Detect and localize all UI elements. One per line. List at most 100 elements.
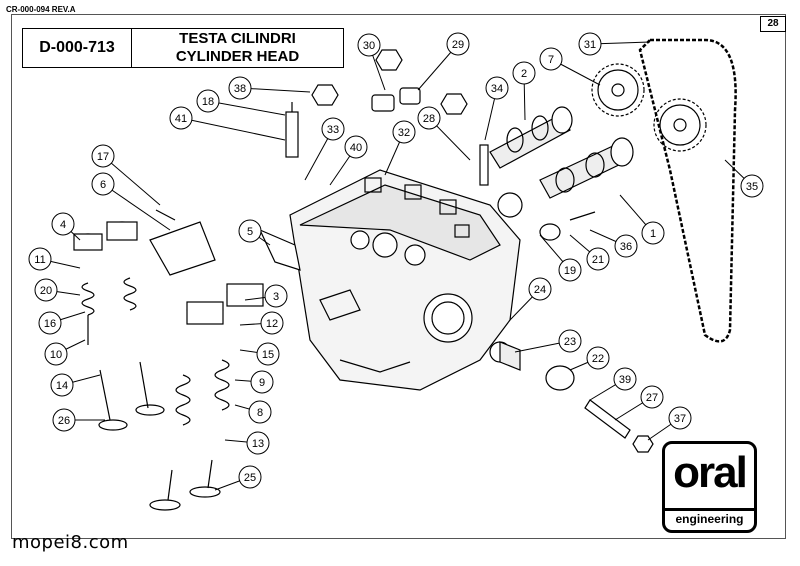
callout-7: 7: [539, 47, 563, 71]
callout-circle: [539, 47, 563, 71]
callout-number: 7: [548, 54, 554, 66]
callout-number: 37: [674, 413, 686, 425]
callout-number: 4: [60, 219, 66, 231]
callout-circle: [238, 219, 262, 243]
callout-circle: [28, 247, 52, 271]
callout-circle: [250, 370, 274, 394]
tappet-buckets: [73, 221, 264, 325]
callout-circle: [169, 106, 193, 130]
callout-circle: [614, 234, 638, 258]
callout-number: 29: [452, 39, 464, 51]
callout-number: 10: [50, 349, 62, 361]
callout-number: 18: [202, 96, 214, 108]
callout-circle: [558, 329, 582, 353]
callout-number: 33: [327, 124, 339, 136]
callout-circle: [512, 61, 536, 85]
callout-number: 8: [257, 407, 263, 419]
camshaft-lower: [539, 137, 634, 199]
callout-24: 24: [528, 277, 552, 301]
callout-number: 28: [423, 113, 435, 125]
callout-circle: [91, 172, 115, 196]
callout-29: 29: [446, 32, 470, 56]
callout-circle: [740, 174, 764, 198]
callout-number: 38: [234, 83, 246, 95]
callout-31: 31: [578, 32, 602, 56]
document-reference: CR-000-094 REV.A: [6, 5, 76, 14]
callout-bubbles: 1234567891011121314151617181920212223242…: [28, 32, 764, 489]
callout-number: 22: [592, 353, 604, 365]
callout-number: 31: [584, 39, 596, 51]
callout-5: 5: [238, 219, 262, 243]
callout-circle: [264, 284, 288, 308]
hardware: [149, 49, 596, 276]
callout-17: 17: [91, 144, 115, 168]
callout-circle: [321, 117, 345, 141]
callout-circle: [91, 144, 115, 168]
leader-line-38: [239, 87, 311, 93]
callout-39: 39: [613, 367, 637, 391]
callout-circle: [578, 32, 602, 56]
callout-number: 26: [58, 415, 70, 427]
callout-number: 19: [564, 265, 576, 277]
callout-number: 40: [350, 142, 362, 154]
callout-19: 19: [558, 258, 582, 282]
callout-38: 38: [228, 76, 252, 100]
callout-23: 23: [558, 329, 582, 353]
callout-number: 23: [564, 336, 576, 348]
drawing-frame: [11, 14, 786, 539]
callout-circle: [485, 76, 509, 100]
logo-mark: oral: [673, 448, 748, 497]
logo-divider: [665, 508, 754, 511]
title-italian: TESTA CILINDRI: [179, 30, 296, 47]
callout-circle: [51, 212, 75, 236]
callout-4: 4: [51, 212, 75, 236]
callout-number: 11: [34, 254, 45, 266]
callout-number: 15: [262, 349, 274, 361]
drawing-code: D-000-713: [23, 29, 132, 67]
callout-15: 15: [256, 342, 280, 366]
watermark: mopei8.com: [12, 532, 129, 553]
callout-27: 27: [640, 385, 664, 409]
camshaft-upper: [489, 106, 573, 169]
callout-circle: [586, 247, 610, 271]
callout-circle: [34, 278, 58, 302]
callout-circle: [417, 106, 441, 130]
callout-circle: [446, 32, 470, 56]
leader-line-17: [102, 155, 161, 206]
callout-9: 9: [250, 370, 274, 394]
callout-circle: [260, 311, 284, 335]
title-block: D-000-713 TESTA CILINDRI CYLINDER HEAD: [22, 28, 344, 68]
callout-number: 5: [247, 226, 253, 238]
callout-circle: [38, 311, 62, 335]
callout-circle: [246, 431, 270, 455]
callout-number: 12: [266, 318, 278, 330]
callout-2: 2: [512, 61, 536, 85]
callout-number: 1: [650, 228, 656, 240]
leader-line-6: [102, 183, 171, 231]
spark-plug: [285, 102, 299, 158]
leader-line-41: [180, 117, 286, 141]
callout-number: 25: [244, 472, 256, 484]
callout-34: 34: [485, 76, 509, 100]
callout-number: 27: [646, 392, 658, 404]
callout-28: 28: [417, 106, 441, 130]
callout-20: 20: [34, 278, 58, 302]
callout-14: 14: [50, 373, 74, 397]
callout-13: 13: [246, 431, 270, 455]
callout-number: 36: [620, 241, 632, 253]
callout-number: 13: [252, 438, 264, 450]
cam-sprockets: [591, 63, 707, 152]
callout-number: 14: [56, 380, 68, 392]
callout-10: 10: [44, 342, 68, 366]
callout-36: 36: [614, 234, 638, 258]
callout-number: 41: [175, 113, 187, 125]
callout-41: 41: [169, 106, 193, 130]
callout-circle: [392, 120, 416, 144]
callout-37: 37: [668, 406, 692, 430]
manufacturer-logo: oral engineering: [662, 441, 757, 533]
callout-circle: [196, 89, 220, 113]
callout-circle: [50, 373, 74, 397]
callout-number: 17: [97, 151, 109, 163]
callout-circle: [528, 277, 552, 301]
